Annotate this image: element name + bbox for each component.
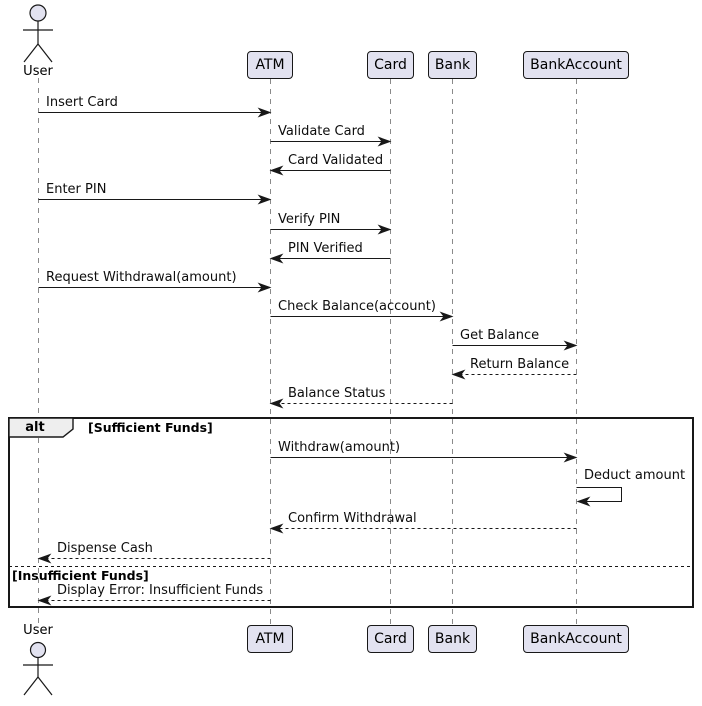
alt-condition-insufficient: [Insufficient Funds] [12,568,149,583]
message-label-pin-verified: PIN Verified [288,241,363,256]
arrow-request-withdrawal [38,282,272,293]
message-label-insert-card: Insert Card [46,95,118,110]
participant-box-bank-bottom: Bank [428,625,477,653]
participant-box-card-top: Card [367,51,414,79]
arrow-card-validated [269,165,391,176]
message-label-request-withdrawal: Request Withdrawal(amount) [46,270,237,285]
arrow-check-balance [270,311,454,322]
actor-label-user-top: User [23,64,53,79]
message-label-display-error: Display Error: Insufficient Funds [57,583,264,598]
arrow-validate-card [270,136,392,147]
message-label-confirm-withdrawal: Confirm Withdrawal [288,511,417,526]
participant-box-card-bottom: Card [367,625,414,653]
participant-box-bankaccount-top: BankAccount [523,51,629,79]
message-label-validate-card: Validate Card [278,124,365,139]
participant-box-atm-bottom: ATM [247,625,293,653]
arrow-pin-verified [269,253,391,264]
message-label-return-balance: Return Balance [470,357,570,372]
arrow-get-balance [452,340,578,351]
message-label-verify-pin: Verify PIN [278,212,341,227]
message-label-balance-status: Balance Status [288,386,386,401]
solid-arrows [38,107,622,507]
arrow-deduct-amount-self [576,487,622,507]
participant-box-bankaccount-bottom: BankAccount [523,625,629,653]
message-label-get-balance: Get Balance [460,328,540,343]
arrow-withdraw-amount [270,452,578,463]
alt-label-pentagon [8,417,74,438]
arrow-insert-card [38,107,272,118]
arrow-return-balance [451,369,577,380]
arrow-verify-pin [270,224,392,235]
message-label-dispense-cash: Dispense Cash [57,541,153,556]
message-label-withdraw-amount: Withdraw(amount) [278,440,401,455]
message-label-enter-pin: Enter PIN [46,182,107,197]
message-label-deduct-amount: Deduct amount [584,468,686,483]
arrow-display-error [37,595,271,606]
arrow-balance-status [269,398,453,409]
arrow-enter-pin [38,194,272,205]
alt-condition-sufficient: [Sufficient Funds] [88,420,213,435]
dashed-arrows [37,369,577,606]
participant-box-bank-top: Bank [428,51,477,79]
actor-label-user-bottom: User [23,623,53,638]
alt-operator-label: alt [25,420,45,435]
arrow-dispense-cash [37,553,271,564]
actor-figure-user-top [23,4,53,63]
message-label-check-balance: Check Balance(account) [278,299,436,314]
participant-box-atm-top: ATM [247,51,293,79]
alt-frame [8,417,694,608]
message-label-card-validated: Card Validated [288,153,384,168]
actor-figure-user-bottom [23,641,53,696]
arrow-confirm-withdrawal [269,523,577,534]
